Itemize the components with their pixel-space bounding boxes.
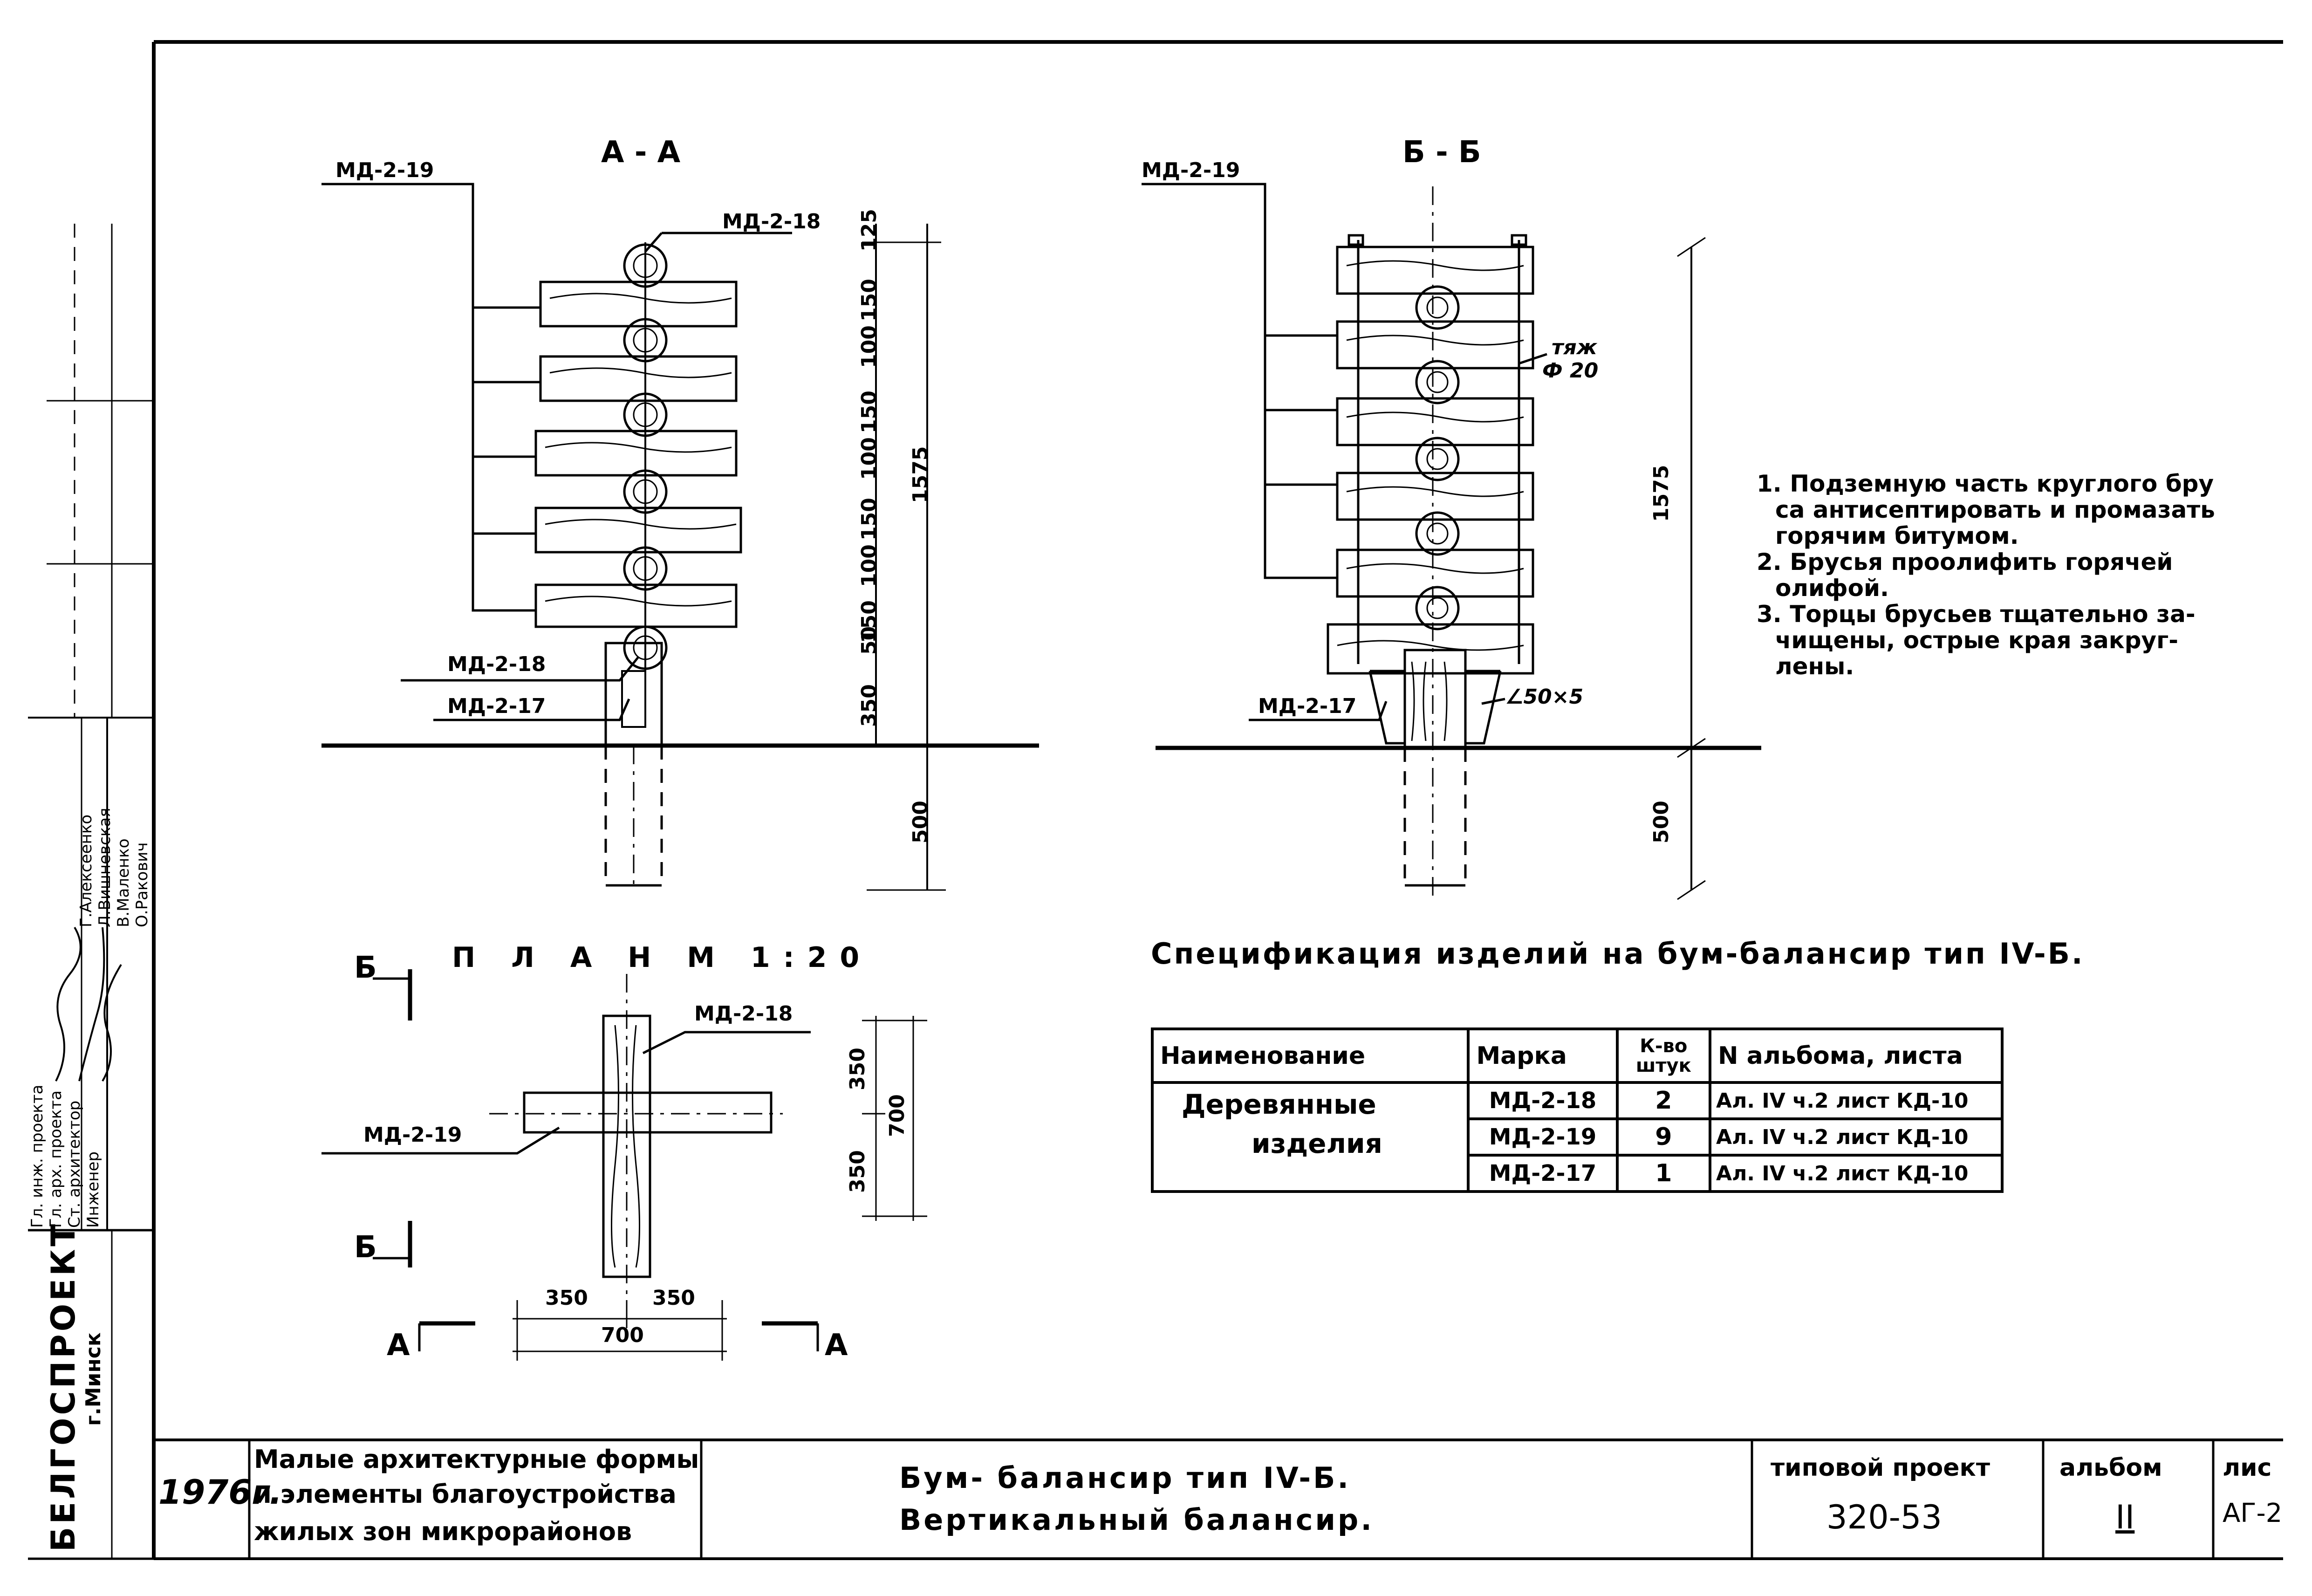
section-bb-label-bottom-left: МД-2-17 <box>1258 694 1357 718</box>
note-2: 2. Брусья проолифить горячей <box>1757 548 2173 575</box>
note-1c: горячим битумом. <box>1775 522 2019 549</box>
plan-dim-h-total: 700 <box>601 1323 644 1347</box>
section-aa-label-bottom-1: МД-2-18 <box>447 652 546 676</box>
plan-title: П Л А Н М 1:20 <box>452 941 873 974</box>
spec-group: Деревянные изделия <box>1150 1081 1470 1193</box>
plan-dim-h-left: 350 <box>545 1286 588 1310</box>
spec-row: МД-2-19 9 Ал. IV ч.2 лист КД-10 <box>1152 1117 2004 1157</box>
title-series-2: и элементы благоустройства <box>254 1480 677 1509</box>
title-drawing-2: Вертикальный балансир. <box>899 1503 1374 1537</box>
spec-cell-mark: МД-2-17 <box>1467 1154 1619 1193</box>
plan-dim-v-total: 700 <box>885 1094 909 1137</box>
signature-scribble-3 <box>102 964 122 1082</box>
section-bb-label-rod-a: тяж <box>1552 336 1597 359</box>
signatures-area <box>55 926 122 1082</box>
notes-block: 1. Подземную часть круглого бру са антис… <box>1757 471 2215 679</box>
plan-label-top: МД-2-18 <box>694 1002 793 1026</box>
spec-cell-qty: 1 <box>1615 1154 1712 1193</box>
spec-header-mark: Марка <box>1467 1027 1619 1084</box>
spec-group-line-1: Деревянные <box>1182 1089 1376 1120</box>
section-bb-label-angle: ∠50×5 <box>1505 685 1584 709</box>
note-1b: са антисептировать и промазать <box>1775 496 2215 523</box>
section-bb-label-rod-b: Ф 20 <box>1542 359 1599 383</box>
section-bb-label-top-left: МД-2-19 <box>1142 158 1240 182</box>
spec-cell-ref: Ал. IV ч.2 лист КД-10 <box>1709 1154 2004 1193</box>
plan-dim-v-top: 350 <box>846 1048 869 1090</box>
spec-title: Спецификация изделий на бум-балансир тип… <box>1151 937 2085 971</box>
side-names: Г.Алексеенко Л.Вишневская В.Маленко О.Ра… <box>77 718 151 927</box>
side-name: О.Ракович <box>133 842 151 927</box>
section-aa-label-top-left: МД-2-19 <box>335 158 434 182</box>
note-2b: олифой. <box>1775 575 1889 602</box>
title-series-1: Малые архитектурные формы <box>254 1445 699 1474</box>
note-1: 1. Подземную часть круглого бру <box>1757 470 2214 497</box>
side-name: Л.Вишневская <box>96 808 114 927</box>
spec-cell-mark: МД-2-18 <box>1467 1081 1619 1120</box>
plan-cut-b-top: Б <box>354 951 377 985</box>
note-3: 3. Торцы брусьев тщательно за- <box>1757 601 2196 628</box>
section-aa-label-top-right: МД-2-18 <box>722 210 821 233</box>
section-aa-title: А - А <box>601 135 681 170</box>
plan-cut-b-bottom: Б <box>354 1230 377 1265</box>
side-city: г.Минск <box>82 1332 105 1426</box>
title-project-value: 320-53 <box>1826 1498 1942 1536</box>
title-year: 1976г. <box>158 1473 282 1512</box>
spec-header-name: Наименование <box>1150 1027 1470 1084</box>
spec-cell-qty: 2 <box>1615 1081 1712 1120</box>
signature-scribble-1 <box>55 926 82 1082</box>
signature-scribble-2 <box>78 927 105 1082</box>
side-org: БЕЛГОСПРОЕКТ <box>44 1221 82 1552</box>
spec-table: Наименование Марка К-во штук N альбома, … <box>1150 1027 2004 1193</box>
title-album-value: II <box>2115 1498 2135 1536</box>
title-project-label: типовой проект <box>1771 1454 1990 1482</box>
plan-dim-h-right: 350 <box>652 1286 695 1310</box>
title-album-label: альбом <box>2059 1454 2162 1482</box>
note-3c: лены. <box>1775 653 1854 680</box>
title-drawing-1: Бум- балансир тип IV-Б. <box>899 1461 1351 1495</box>
section-aa-label-bottom-2: МД-2-17 <box>447 694 546 718</box>
plan-cut-a-right: А <box>825 1328 848 1363</box>
spec-group-line-2: изделия <box>1252 1128 1382 1159</box>
side-role: Гл. инж. проекта <box>28 1084 47 1228</box>
plan-cut-a-left: А <box>387 1328 410 1363</box>
title-sheet-label: лис <box>2223 1454 2272 1482</box>
note-3b: чищены, острые края закруг- <box>1775 627 2178 654</box>
side-name: Г.Алексеенко <box>77 814 96 927</box>
spec-cell-qty: 9 <box>1615 1117 1712 1157</box>
title-series-3: жилых зон микрорайонов <box>254 1517 632 1546</box>
spec-row: МД-2-17 1 Ал. IV ч.2 лист КД-10 <box>1152 1154 2004 1193</box>
plan-dim-v-bottom: 350 <box>846 1150 869 1193</box>
spec-cell-mark: МД-2-19 <box>1467 1117 1619 1157</box>
spec-cell-ref: Ал. IV ч.2 лист КД-10 <box>1709 1081 2004 1120</box>
section-bb-title: Б - Б <box>1402 135 1481 170</box>
side-name: В.Маленко <box>114 838 133 927</box>
spec-header-row: Наименование Марка К-во штук N альбома, … <box>1150 1027 2004 1084</box>
spec-header-ref: N альбома, листа <box>1709 1027 2004 1084</box>
plan-label-left: МД-2-19 <box>363 1123 462 1147</box>
spec-header-qty: К-во штук <box>1615 1027 1712 1084</box>
spec-cell-ref: Ал. IV ч.2 лист КД-10 <box>1709 1117 2004 1157</box>
spec-row: Деревянные изделия МД-2-18 2 Ал. IV ч.2 … <box>1150 1081 2004 1193</box>
title-sheet-value: АГ-2 <box>2223 1498 2283 1528</box>
